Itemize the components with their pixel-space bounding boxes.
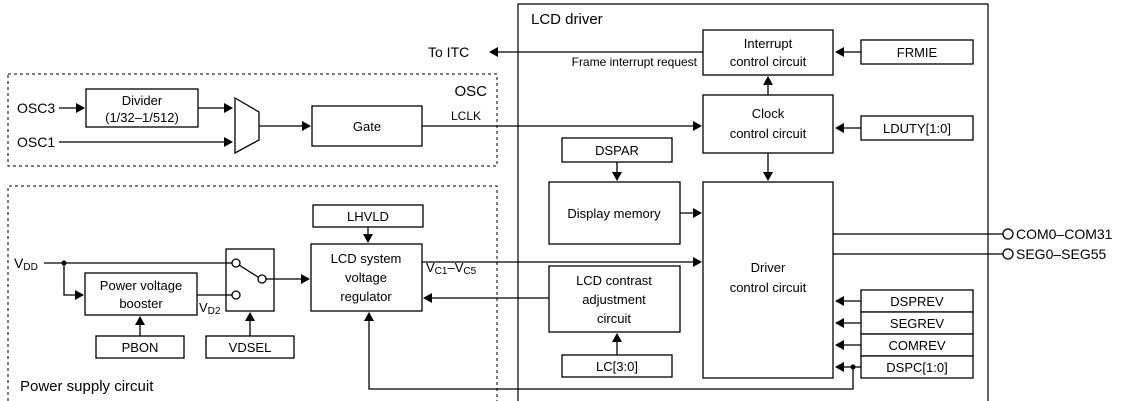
contrast-label-1: LCD contrast [576, 273, 652, 288]
osc-region: OSC [7, 73, 498, 167]
divider-label-2: (1/32–1/512) [105, 110, 179, 125]
regulator-label-2: voltage [345, 270, 387, 285]
divider-block: Divider (1/32–1/512) [85, 88, 199, 128]
driver-label-1: Driver [751, 260, 786, 275]
com-label: COM0–COM31 [1016, 226, 1113, 242]
vc-label: VC1–VC5 [426, 260, 477, 277]
booster-label-1: Power voltage [100, 278, 182, 293]
osc3-label: OSC3 [17, 100, 55, 116]
comrev-register: COMREV [860, 333, 974, 357]
osc-title: OSC [454, 83, 487, 100]
driver-label-2: control circuit [730, 280, 807, 295]
com-terminal [1002, 228, 1014, 240]
dspc-to-regulator-arrow [364, 312, 854, 390]
comrev-label: COMREV [888, 338, 945, 353]
contrast-label-2: adjustment [582, 292, 646, 307]
lcd-contrast-circuit: LCD contrast adjustment circuit [548, 265, 681, 333]
vd-select-switch [225, 248, 275, 312]
dspar-register: DSPAR [561, 137, 673, 163]
dspc-register: DSPC[1:0] [860, 355, 974, 379]
dsprev-register: DSPREV [860, 289, 974, 313]
interrupt-label-2: control circuit [730, 54, 807, 69]
display-memory-label: Display memory [567, 206, 661, 221]
seg-terminal [1002, 248, 1014, 260]
clock-label-2: control circuit [730, 126, 807, 141]
frmie-register: FRMIE [860, 39, 974, 65]
segrev-label: SEGREV [890, 316, 945, 331]
lcd-driver-title: LCD driver [531, 11, 603, 28]
divider-label-1: Divider [122, 93, 163, 108]
clock-control-circuit: Clock control circuit [702, 94, 834, 154]
lc-label: LC[3:0] [596, 359, 638, 374]
display-memory: Display memory [548, 181, 681, 245]
vd2-label: VD2 [199, 300, 221, 317]
interrupt-control-circuit: Interrupt control circuit [702, 29, 834, 76]
vdsel-register: VDSEL [205, 335, 295, 359]
regulator-label-1: LCD system [331, 251, 402, 266]
interrupt-label-1: Interrupt [744, 36, 793, 51]
booster-label-2: booster [119, 296, 163, 311]
osc1-label: OSC1 [17, 134, 55, 150]
regulator-label-3: regulator [340, 289, 392, 304]
power-supply-region: Power supply circuit [7, 185, 498, 401]
lhvld-label: LHVLD [347, 209, 389, 224]
frmie-label: FRMIE [897, 45, 938, 60]
dspar-label: DSPAR [595, 143, 639, 158]
vdd-to-booster-arrow [63, 263, 84, 300]
clock-mux [234, 96, 260, 155]
frame-interrupt-label: Frame interrupt request [572, 55, 698, 69]
lduty-register: LDUTY[1:0] [860, 115, 974, 141]
voltage-regulator: LCD system voltage regulator [310, 243, 423, 312]
lhvld-register: LHVLD [312, 204, 424, 228]
dspc-label: DSPC[1:0] [886, 360, 947, 375]
clock-label-1: Clock [752, 106, 785, 121]
lc-register: LC[3:0] [561, 354, 673, 378]
vdsel-label: VDSEL [229, 340, 272, 355]
segrev-register: SEGREV [860, 311, 974, 335]
power-supply-title: Power supply circuit [20, 378, 154, 395]
contrast-label-3: circuit [597, 311, 631, 326]
gate-label: Gate [353, 119, 381, 134]
vdd-label: VDD [14, 255, 38, 273]
lduty-label: LDUTY[1:0] [883, 121, 951, 136]
power-voltage-booster: Power voltage booster [84, 272, 198, 316]
to-itc-label: To ITC [428, 44, 469, 60]
dsprev-label: DSPREV [890, 294, 944, 309]
seg-label: SEG0–SEG55 [1016, 246, 1106, 262]
pbon-label: PBON [122, 340, 159, 355]
lclk-label: LCLK [451, 109, 481, 123]
lcd-driver-region: LCD driver [517, 3, 989, 401]
gate-block: Gate [311, 105, 423, 147]
driver-control-circuit: Driver control circuit [702, 181, 834, 379]
pbon-register: PBON [95, 335, 185, 359]
